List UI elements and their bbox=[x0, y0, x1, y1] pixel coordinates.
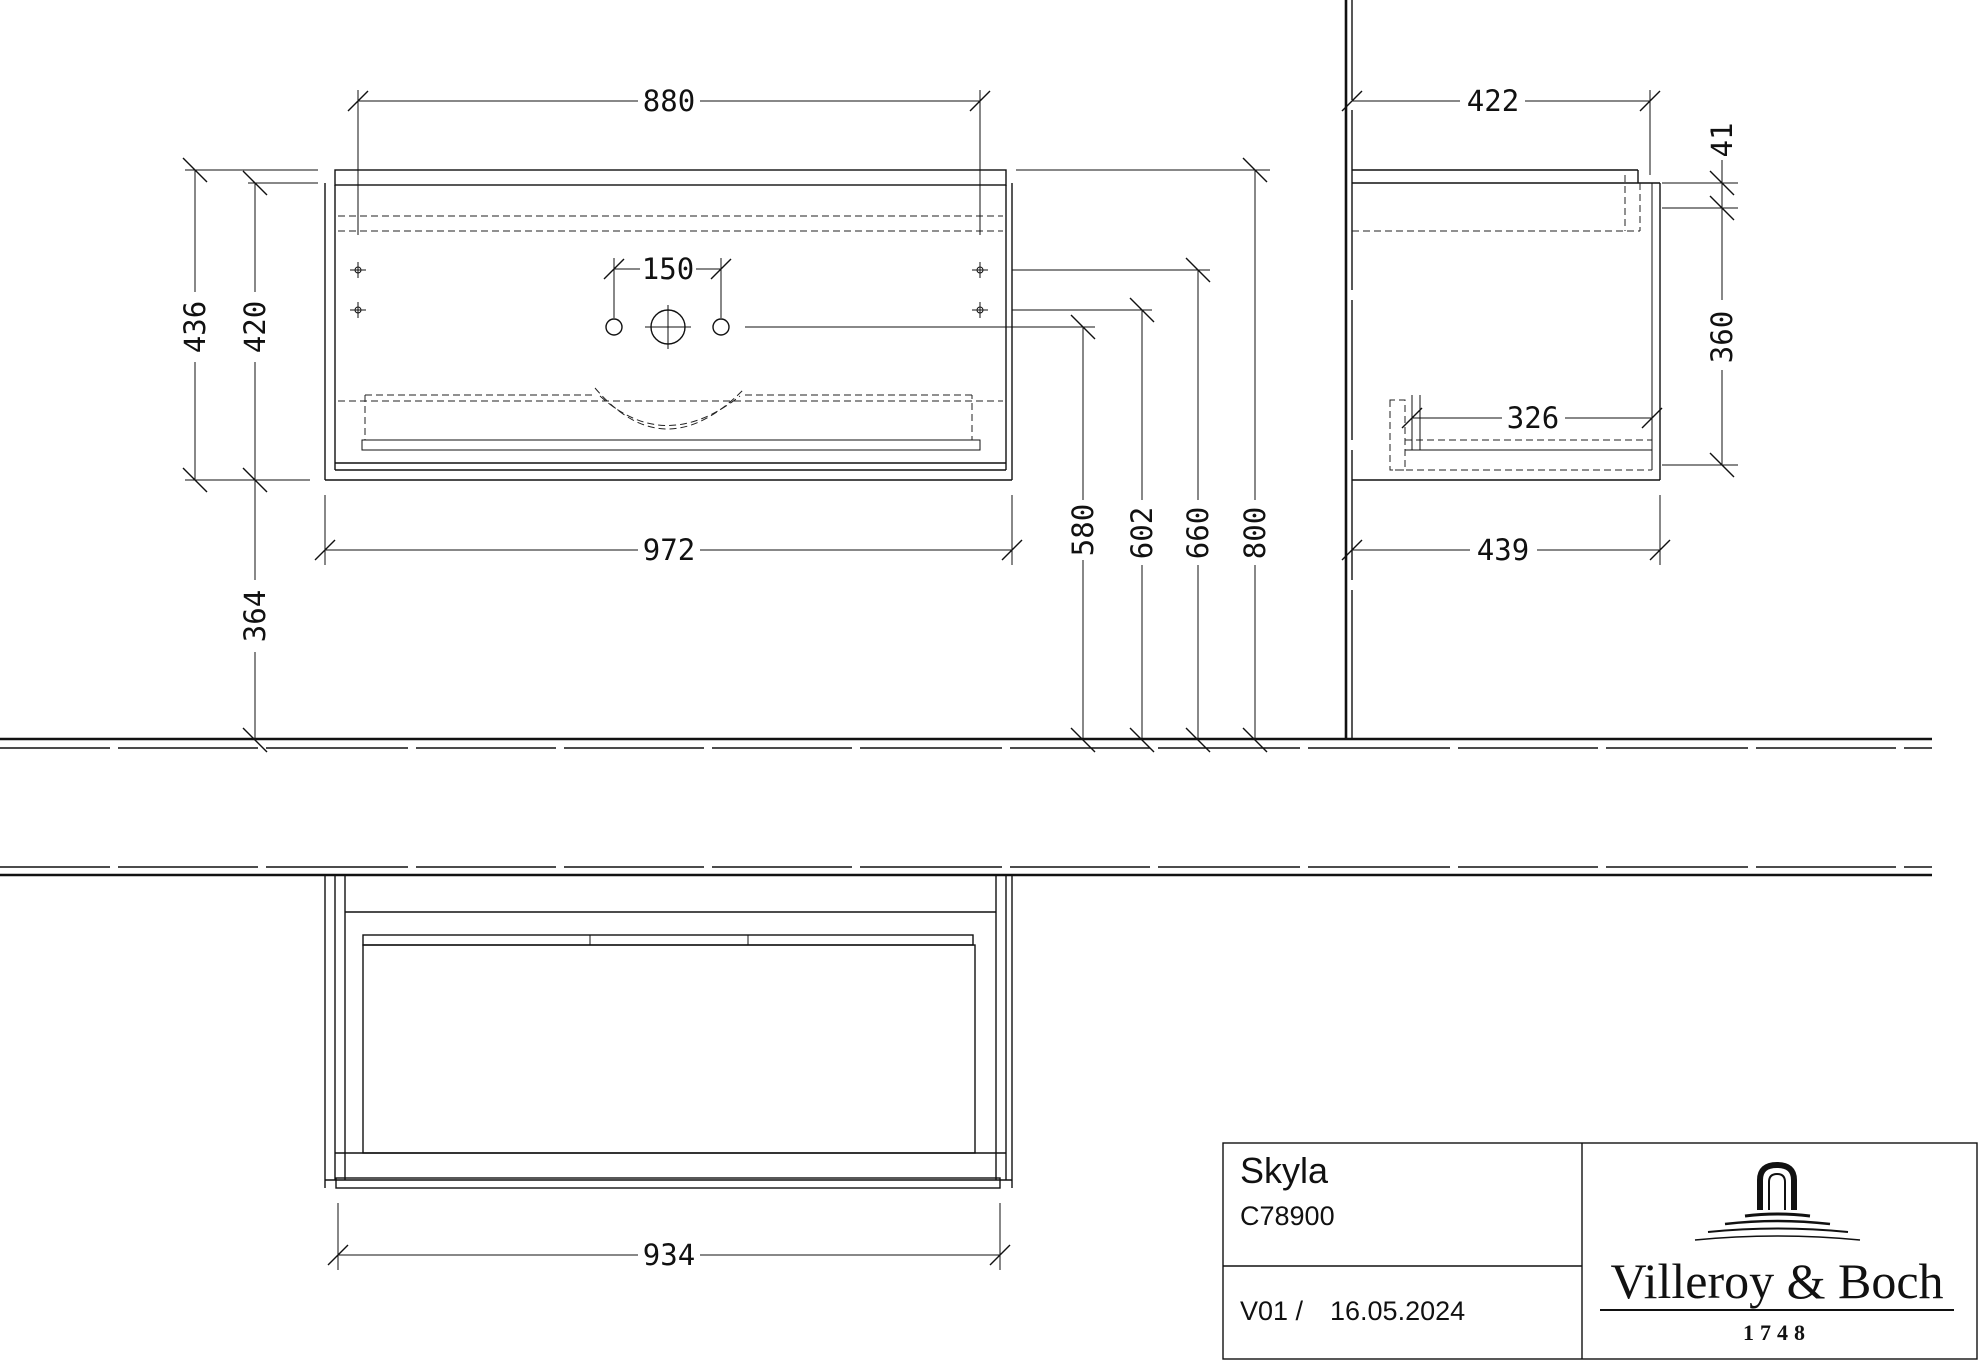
dimension-364: 364 bbox=[238, 480, 272, 753]
dimension-label: 602 bbox=[1125, 507, 1159, 559]
wall-line bbox=[1344, 0, 1353, 740]
bottom-view: 934 bbox=[324, 875, 1013, 1272]
dimension-360: 360 bbox=[1662, 208, 1739, 478]
dimension-41: 41 bbox=[1662, 123, 1739, 221]
dimension-label: 41 bbox=[1705, 123, 1739, 158]
side-view: 422 41 360 326 bbox=[1341, 84, 1739, 567]
dimension-label: 580 bbox=[1066, 504, 1100, 556]
dimension-150: 150 bbox=[603, 252, 732, 318]
dimension-880: 880 bbox=[347, 84, 991, 235]
dimension-label: 360 bbox=[1705, 311, 1739, 363]
dimension-label: 420 bbox=[238, 301, 272, 353]
title-block: Skyla C78900 V01 / 16.05.2024 Villeroy &… bbox=[1222, 1142, 1978, 1360]
front-view: 880 150 436 420 bbox=[178, 84, 1272, 753]
dimension-label: 800 bbox=[1238, 507, 1272, 559]
dimension-label: 439 bbox=[1477, 533, 1529, 567]
brand-logo: Villeroy & Boch 1748 bbox=[1600, 1161, 1954, 1345]
dimension-label: 150 bbox=[642, 252, 694, 286]
dimension-label: 436 bbox=[178, 301, 212, 353]
release-date: 16.05.2024 bbox=[1330, 1296, 1465, 1326]
floor-line-bottom bbox=[0, 866, 1932, 877]
dimension-422: 422 bbox=[1341, 84, 1661, 175]
product-name: Skyla bbox=[1240, 1150, 1329, 1191]
brand-year: 1748 bbox=[1743, 1320, 1811, 1345]
floor-line-top bbox=[0, 737, 1932, 749]
dimension-label: 326 bbox=[1507, 401, 1559, 435]
dimension-660: 660 bbox=[1012, 257, 1215, 753]
brand-name: Villeroy & Boch bbox=[1610, 1253, 1943, 1309]
dimension-label: 880 bbox=[643, 84, 695, 118]
dimension-326: 326 bbox=[1401, 401, 1663, 435]
dimension-934: 934 bbox=[327, 1203, 1011, 1272]
version-label: V01 / bbox=[1240, 1296, 1304, 1326]
dimension-label: 660 bbox=[1181, 507, 1215, 559]
dimension-602: 602 bbox=[1012, 297, 1159, 753]
dimension-label: 422 bbox=[1467, 84, 1519, 118]
dimension-420: 420 bbox=[238, 170, 318, 493]
dimension-439: 439 bbox=[1341, 495, 1671, 567]
dimension-436: 436 bbox=[178, 157, 318, 493]
dimension-label: 364 bbox=[238, 590, 272, 642]
dimension-972: 972 bbox=[314, 495, 1023, 567]
tap-holes bbox=[605, 305, 730, 349]
dimension-800: 800 bbox=[1016, 157, 1272, 753]
mounting-hole-marks bbox=[350, 262, 988, 318]
dimension-label: 972 bbox=[643, 533, 695, 567]
dimension-label: 934 bbox=[643, 1238, 695, 1272]
article-number: C78900 bbox=[1240, 1201, 1335, 1231]
dimension-580: 580 bbox=[745, 314, 1100, 753]
